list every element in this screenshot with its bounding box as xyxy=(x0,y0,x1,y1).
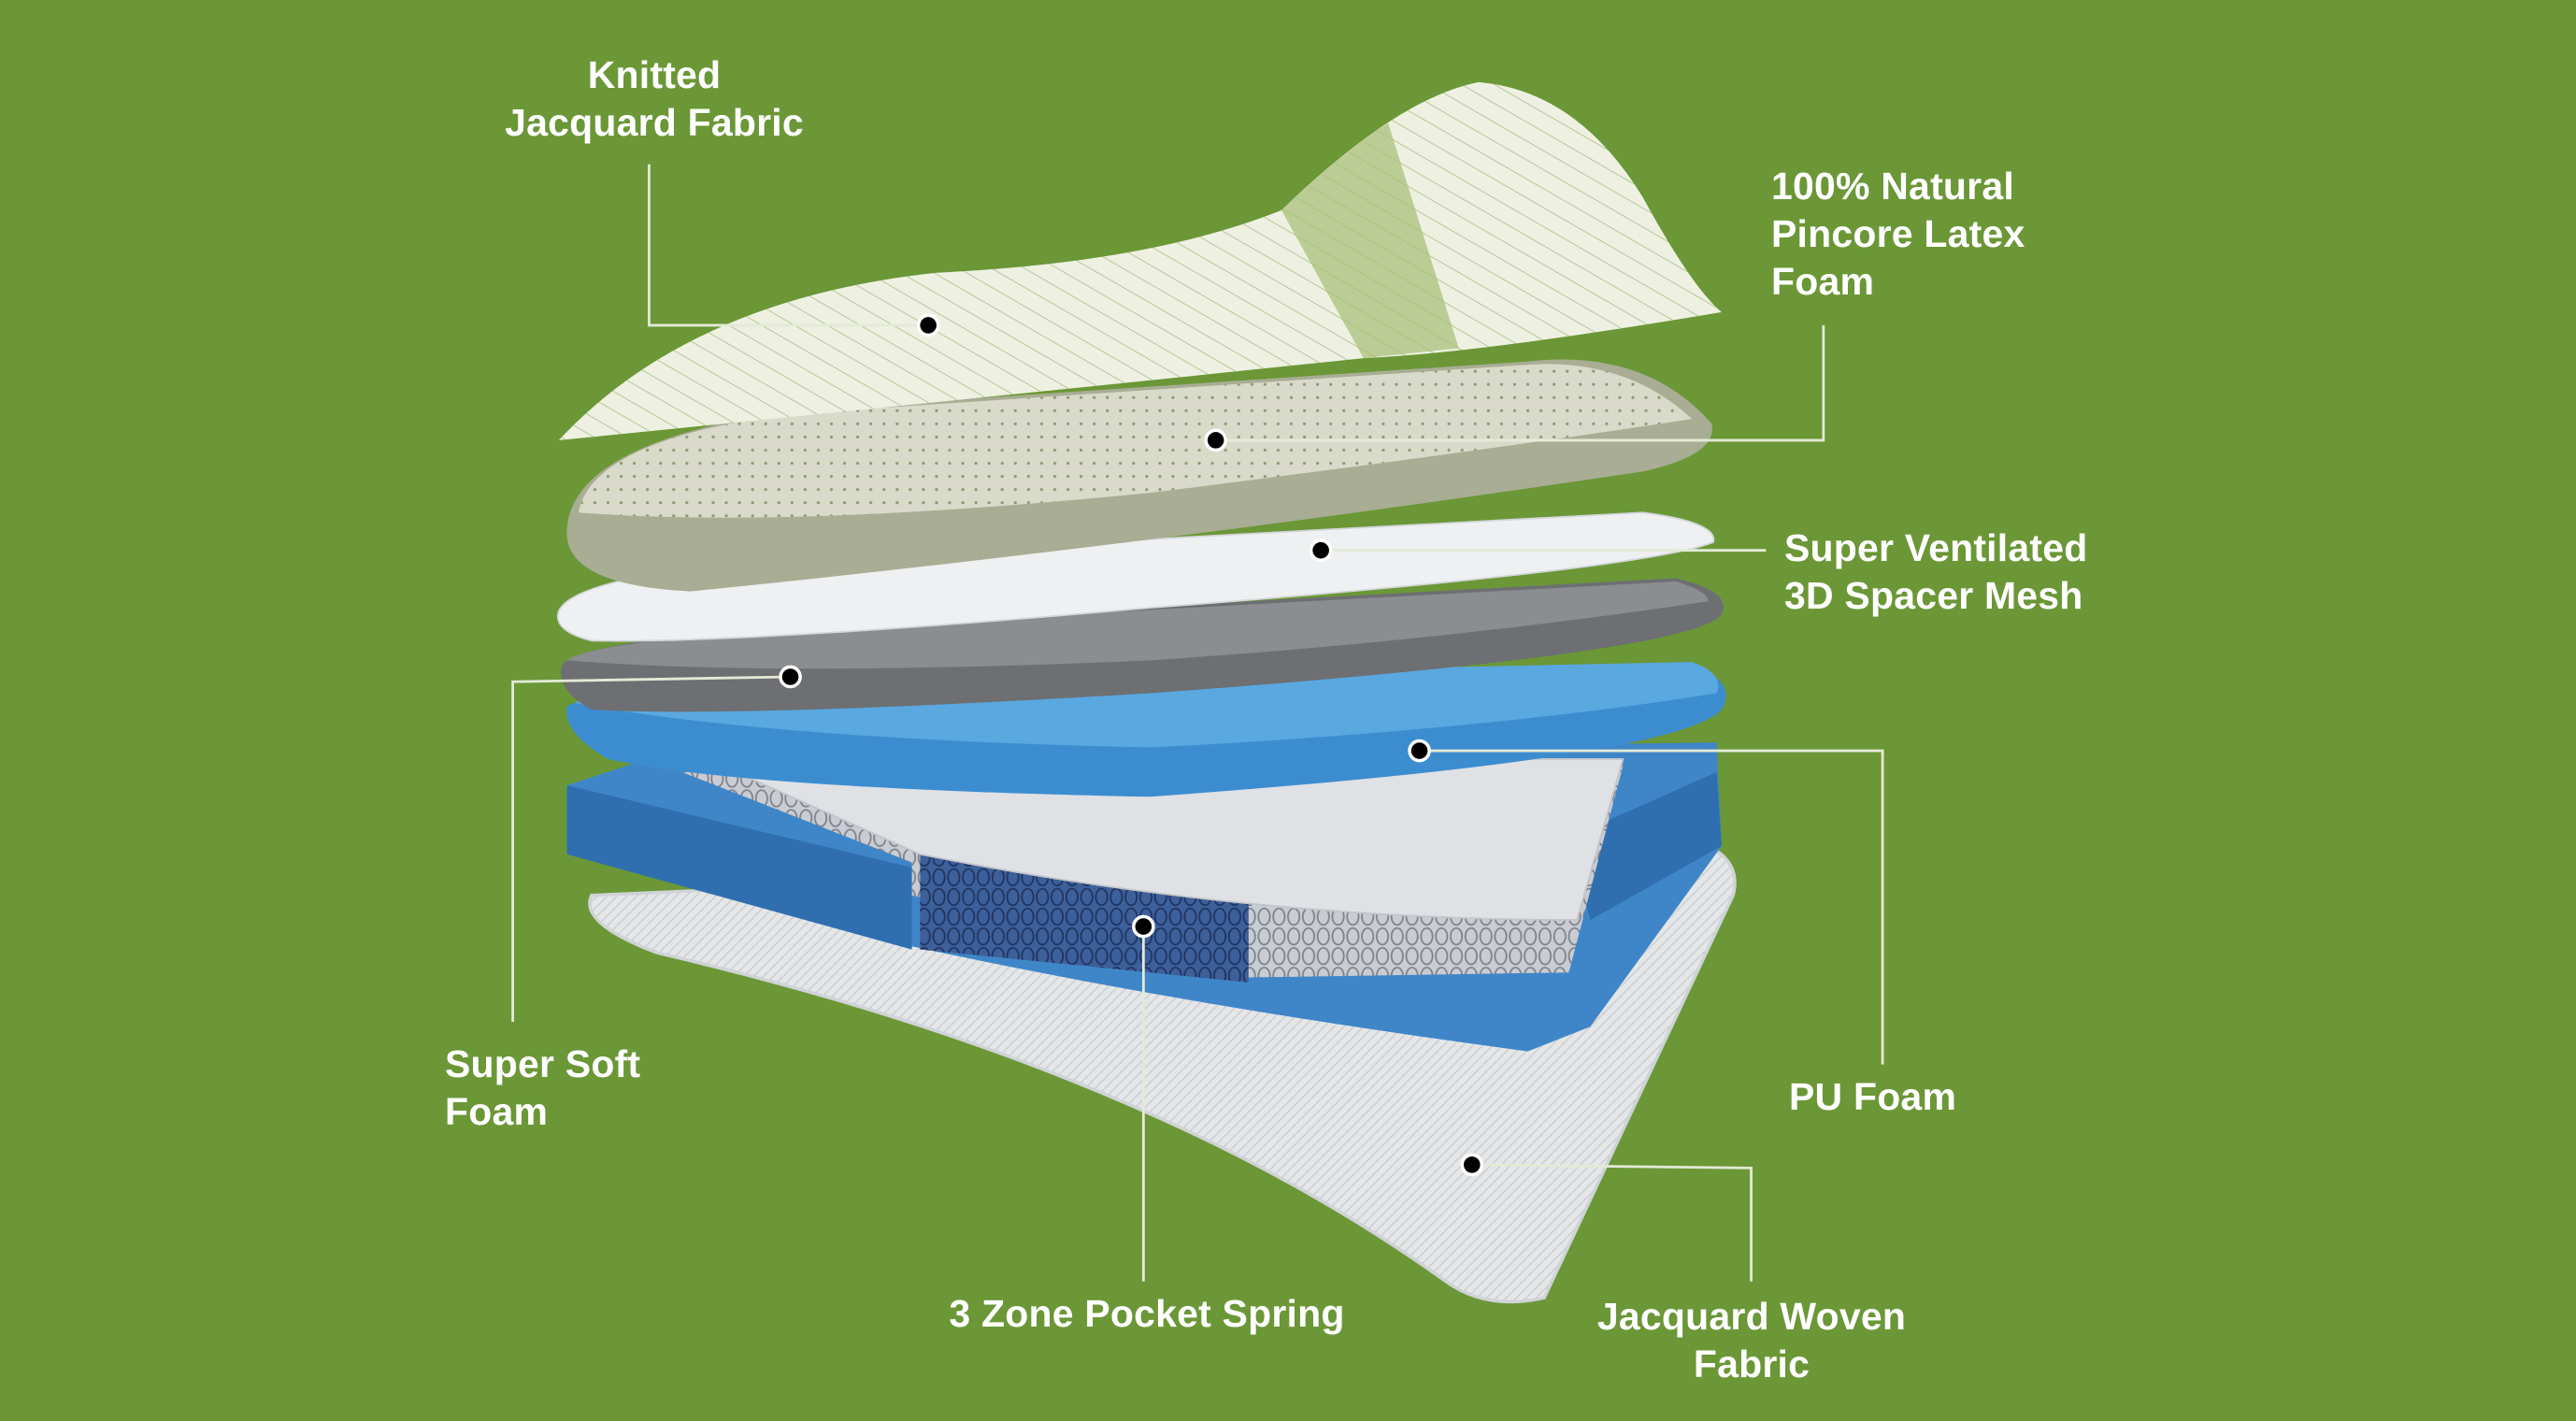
label-line: Foam xyxy=(1771,260,1875,303)
dot-spacer xyxy=(1309,538,1333,562)
label-pocket-spring: 3 Zone Pocket Spring xyxy=(949,1290,1344,1338)
dot-knitted xyxy=(916,313,940,337)
marker-dots xyxy=(779,313,1484,1177)
label-knitted-jacquard-fabric: Knitted Jacquard Fabric xyxy=(505,51,804,147)
dot-woven xyxy=(1460,1153,1484,1177)
label-line: Super Ventilated xyxy=(1784,526,2088,569)
label-spacer-mesh: Super Ventilated 3D Spacer Mesh xyxy=(1784,524,2087,620)
leader-latex xyxy=(1215,324,1825,442)
label-line: Jacquard Woven xyxy=(1596,1295,1907,1338)
label-line: Pincore Latex xyxy=(1771,212,2025,255)
label-line: Foam xyxy=(445,1090,549,1133)
label-jacquard-woven-fabric: Jacquard Woven Fabric xyxy=(1597,1293,1906,1388)
latex-foam-layer xyxy=(566,359,1712,592)
leader-pu xyxy=(1419,749,1884,1065)
pocket-spring-block xyxy=(681,757,1624,983)
label-line: Knitted xyxy=(587,53,722,96)
dot-latex xyxy=(1204,428,1227,452)
leader-woven xyxy=(1471,1163,1753,1282)
label-line: 100% Natural xyxy=(1771,165,2014,208)
knitted-jacquard-fabric-layer xyxy=(558,81,1722,440)
label-line: Fabric xyxy=(1693,1342,1810,1385)
dot-pu xyxy=(1408,739,1431,763)
leader-knitted xyxy=(648,164,929,327)
label-line: 3 Zone Pocket Spring xyxy=(949,1292,1345,1335)
label-line: Jacquard Fabric xyxy=(505,101,804,144)
leader-soft xyxy=(511,675,791,1022)
dot-soft xyxy=(779,665,802,689)
label-line: Super Soft xyxy=(445,1042,641,1085)
leader-lines xyxy=(511,164,1884,1282)
dot-spring xyxy=(1132,914,1155,939)
label-line: PU Foam xyxy=(1789,1075,1957,1118)
label-line: 3D Spacer Mesh xyxy=(1784,574,2083,617)
label-pu-foam: PU Foam xyxy=(1789,1073,1956,1121)
super-soft-foam-layer xyxy=(561,578,1724,712)
label-super-soft-foam: Super Soft Foam xyxy=(445,1041,640,1136)
label-natural-pincore-latex-foam: 100% Natural Pincore Latex Foam xyxy=(1771,163,2025,306)
